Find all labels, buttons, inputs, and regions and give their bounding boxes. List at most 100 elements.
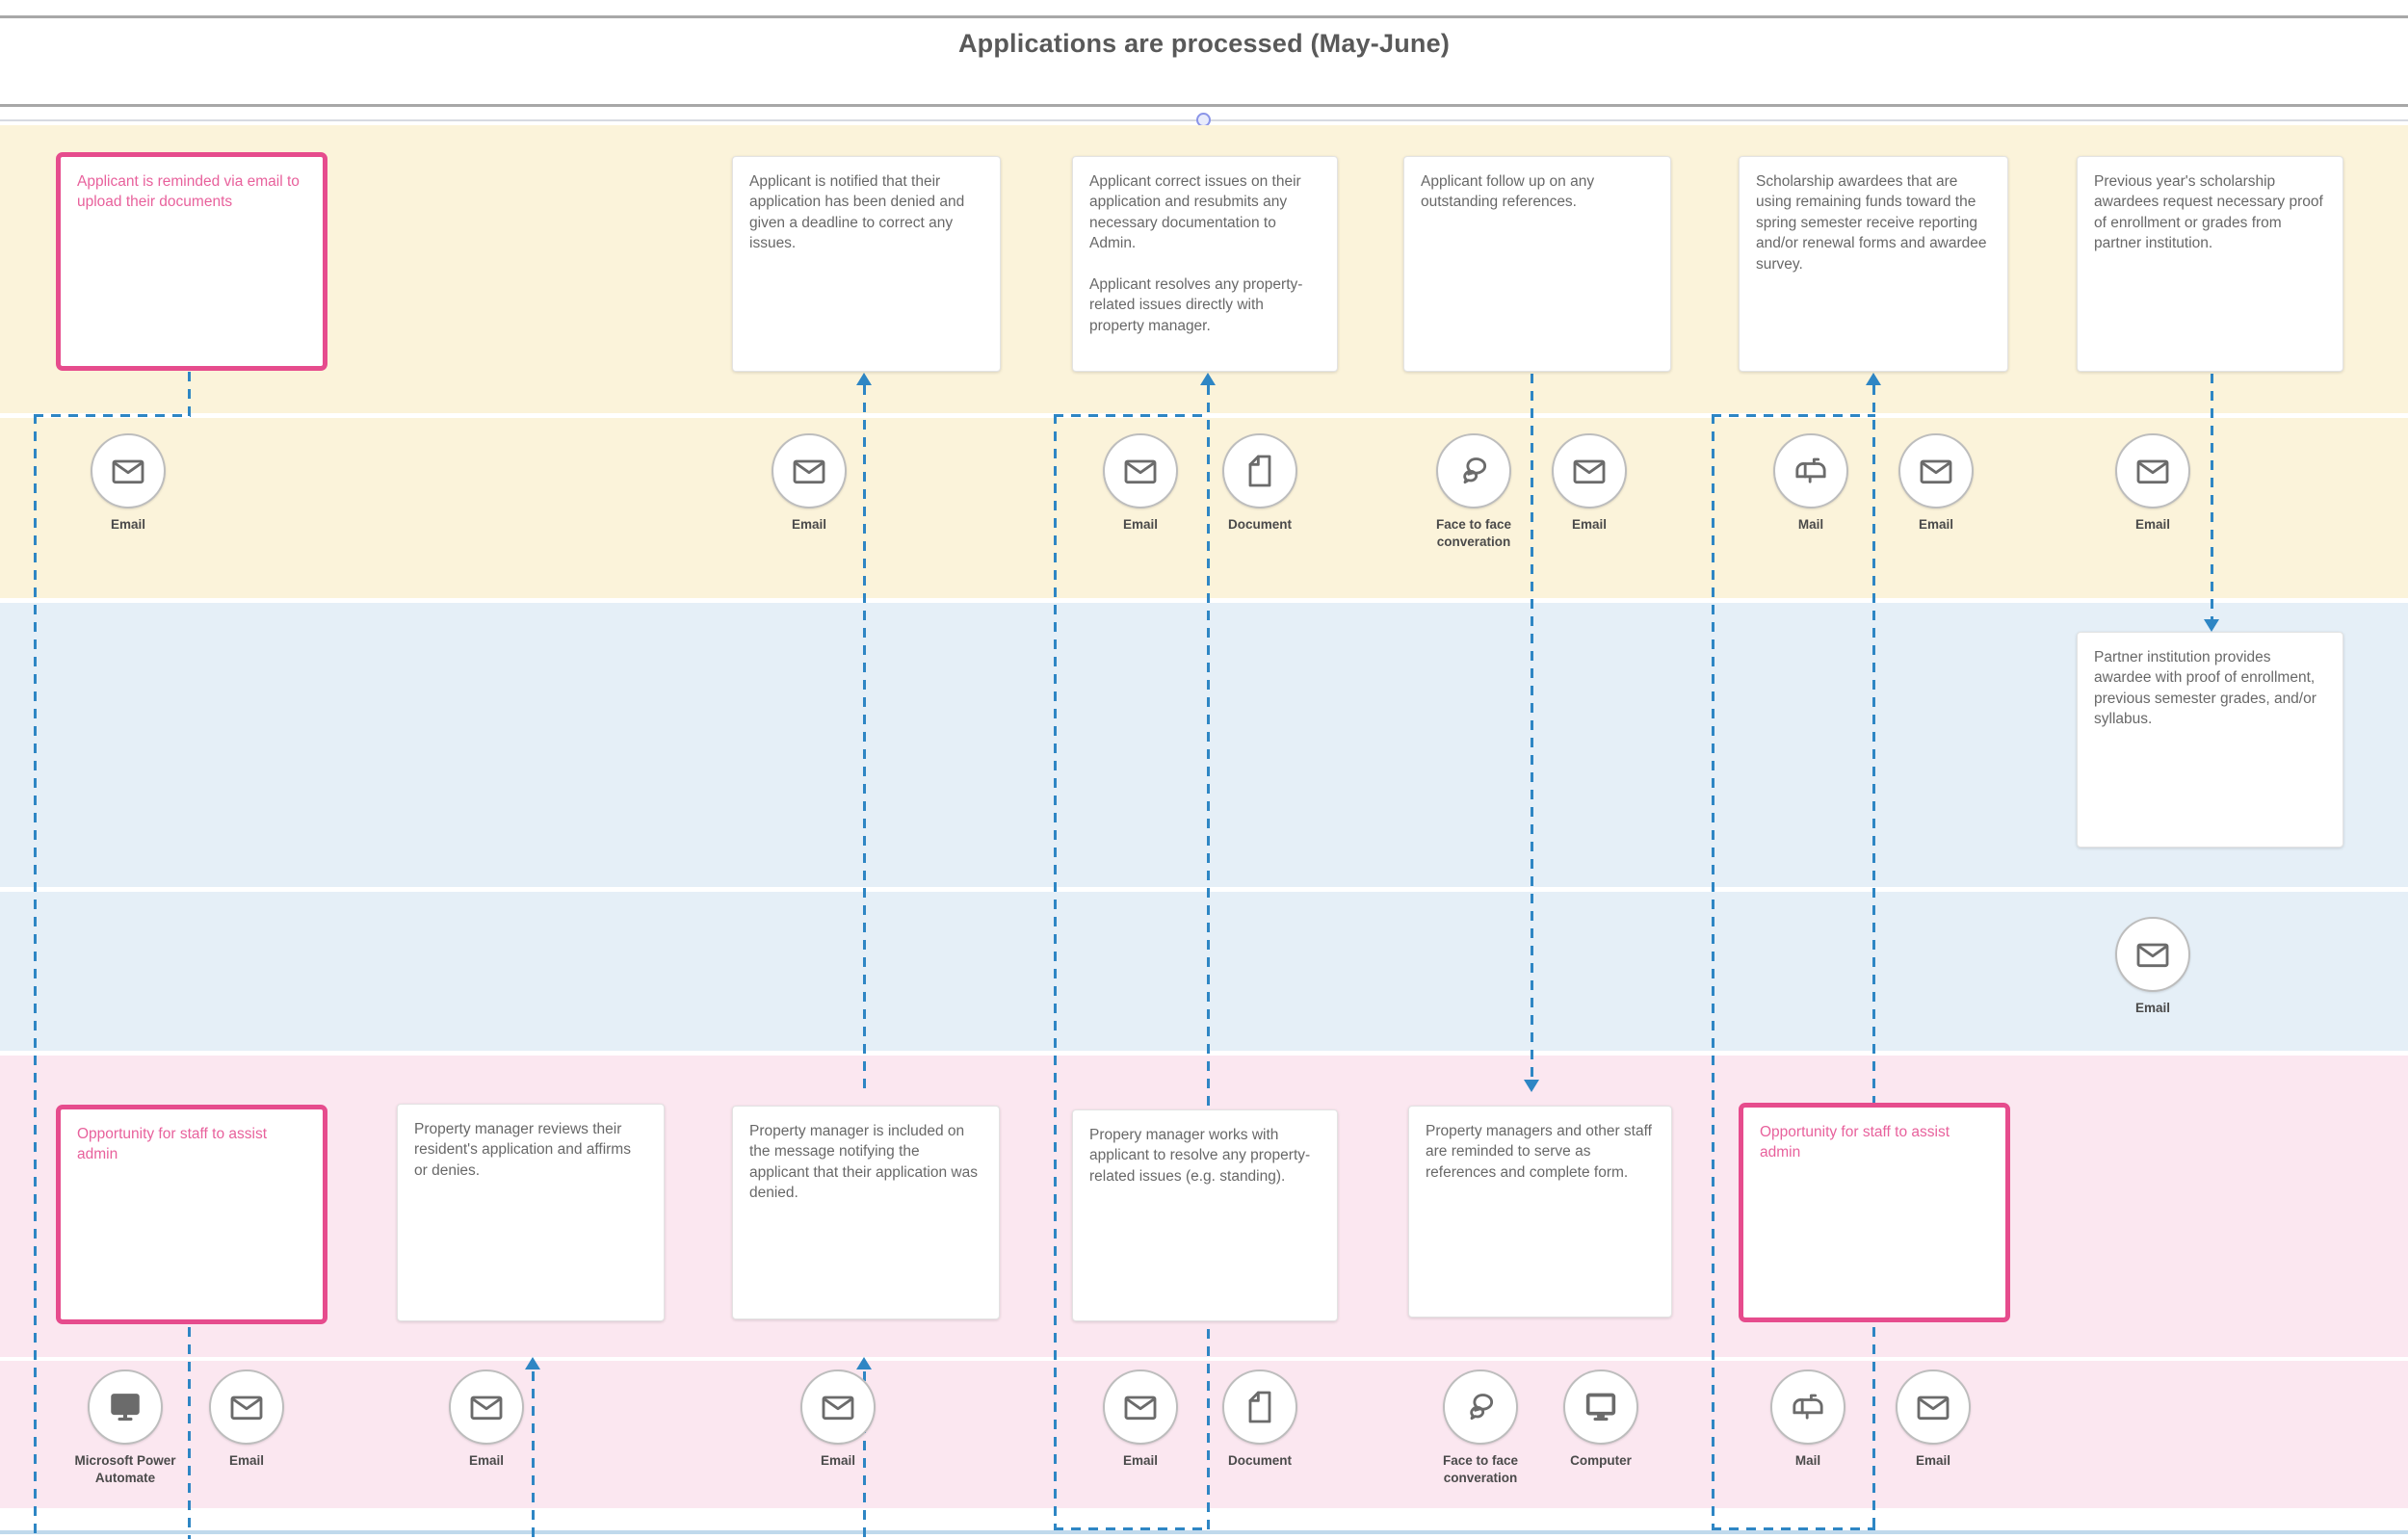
- channel-label: Document: [1227, 517, 1292, 532]
- channel-label: Email: [820, 1453, 856, 1468]
- email-icon: [1552, 433, 1627, 509]
- lane-partner-channels: [0, 892, 2408, 1051]
- arrowhead-down: [2204, 619, 2219, 632]
- channel-label: Email: [791, 517, 827, 532]
- channel-label: Email: [2134, 517, 2171, 532]
- arrowhead-down: [1524, 1080, 1539, 1092]
- channel-email[interactable]: Email: [775, 1369, 901, 1470]
- channel-power-automate[interactable]: Microsoft Power Automate: [63, 1369, 188, 1486]
- header-bottom-rule: [0, 104, 2408, 107]
- computer-icon: [1563, 1369, 1638, 1445]
- connector-dash: [1872, 385, 1875, 1103]
- connector-dash: [532, 1371, 535, 1539]
- document-icon: [1222, 433, 1297, 509]
- connector-dash: [863, 1371, 866, 1539]
- channel-label: Document: [1227, 1453, 1292, 1468]
- channel-label: Computer: [1570, 1453, 1632, 1468]
- action-card[interactable]: Propery manager works with applicant to …: [1072, 1109, 1338, 1321]
- channel-email[interactable]: Email: [424, 1369, 549, 1470]
- connector-dash: [34, 414, 191, 417]
- connector-dash: [2211, 374, 2213, 619]
- channel-label: Email: [1571, 517, 1608, 532]
- channel-label: Email: [1122, 1453, 1159, 1468]
- action-card[interactable]: Property manager is included on the mess…: [732, 1106, 1000, 1319]
- channel-document[interactable]: Document: [1197, 1369, 1322, 1470]
- channel-email[interactable]: Email: [65, 433, 191, 534]
- channel-label: Email: [468, 1453, 505, 1468]
- channel-email[interactable]: Email: [1078, 433, 1203, 534]
- channel-email[interactable]: Email: [2090, 917, 2215, 1017]
- channel-email[interactable]: Email: [1078, 1369, 1203, 1470]
- page-title: Applications are processed (May-June): [957, 29, 1451, 58]
- action-card[interactable]: Property managers and other staff are re…: [1408, 1106, 1672, 1317]
- channel-email[interactable]: Email: [1527, 433, 1652, 534]
- connector-dash: [1207, 1329, 1210, 1529]
- next-section-divider: [0, 1530, 2408, 1534]
- channel-email[interactable]: Email: [746, 433, 872, 534]
- computer-filled-icon: [88, 1369, 163, 1445]
- channel-mail[interactable]: Mail: [1745, 1369, 1871, 1470]
- channel-label: Email: [110, 517, 146, 532]
- channel-email[interactable]: Email: [1871, 1369, 1996, 1470]
- email-icon: [1103, 433, 1178, 509]
- connector-dash: [34, 414, 37, 1539]
- channel-label: Microsoft Power Automate: [74, 1453, 176, 1485]
- connector-dash: [188, 372, 191, 416]
- action-card[interactable]: Applicant is notified that their applica…: [732, 156, 1001, 372]
- connector-dash: [1054, 414, 1057, 1529]
- chat-icon: [1443, 1369, 1518, 1445]
- opportunity-card[interactable]: Opportunity for staff to assist admin: [1739, 1103, 2010, 1322]
- connector-dash: [1712, 1527, 1875, 1530]
- channel-mail[interactable]: Mail: [1748, 433, 1873, 534]
- lane-partner-actions: [0, 603, 2408, 887]
- connector-dash: [1712, 414, 1714, 1529]
- channel-email[interactable]: Email: [184, 1369, 309, 1470]
- email-icon: [91, 433, 166, 509]
- channel-label: Face to face converation: [1442, 1453, 1519, 1485]
- chat-icon: [1436, 433, 1511, 509]
- lane-applicant-channels: [0, 418, 2408, 598]
- channel-label: Email: [1918, 517, 1954, 532]
- channel-label: Email: [1122, 517, 1159, 532]
- connector-dash: [188, 1327, 191, 1539]
- email-icon: [1898, 433, 1974, 509]
- connector-dash: [1531, 374, 1533, 1080]
- email-icon: [2115, 917, 2190, 992]
- email-icon: [1103, 1369, 1178, 1445]
- channel-computer[interactable]: Computer: [1538, 1369, 1663, 1470]
- channel-document[interactable]: Document: [1197, 433, 1322, 534]
- channel-face-to-face[interactable]: Face to face converation: [1411, 433, 1536, 550]
- email-icon: [449, 1369, 524, 1445]
- email-icon: [209, 1369, 284, 1445]
- email-icon: [1896, 1369, 1971, 1445]
- arrowhead-up: [1866, 373, 1881, 385]
- channel-label: Email: [228, 1453, 265, 1468]
- action-card[interactable]: Property manager reviews their resident'…: [397, 1104, 665, 1321]
- opportunity-card[interactable]: Applicant is reminded via email to uploa…: [56, 152, 327, 371]
- connector-dash: [1054, 414, 1210, 417]
- document-icon: [1222, 1369, 1297, 1445]
- action-card[interactable]: Previous year's scholarship awardees req…: [2077, 156, 2343, 372]
- action-card[interactable]: Applicant correct issues on their applic…: [1072, 156, 1338, 372]
- channel-label: Mail: [1797, 517, 1824, 532]
- channel-label: Email: [2134, 1001, 2171, 1015]
- opportunity-card[interactable]: Opportunity for staff to assist admin: [56, 1105, 327, 1324]
- email-icon: [2115, 433, 2190, 509]
- action-card[interactable]: Partner institution provides awardee wit…: [2077, 632, 2343, 848]
- channel-label: Mail: [1794, 1453, 1821, 1468]
- action-card[interactable]: Scholarship awardees that are using rema…: [1739, 156, 2008, 372]
- lane-staff-channels: [0, 1361, 2408, 1508]
- channel-label: Email: [1915, 1453, 1951, 1468]
- connector-dash: [1054, 1527, 1210, 1530]
- channel-email[interactable]: Email: [2090, 433, 2215, 534]
- connector-dash: [863, 385, 866, 1091]
- arrowhead-up: [525, 1357, 540, 1369]
- action-card[interactable]: Applicant follow up on any outstanding r…: [1403, 156, 1671, 372]
- channel-email[interactable]: Email: [1873, 433, 1999, 534]
- email-icon: [800, 1369, 876, 1445]
- channel-face-to-face[interactable]: Face to face converation: [1418, 1369, 1543, 1486]
- arrowhead-up: [1200, 373, 1216, 385]
- header-top-rule: [0, 15, 2408, 18]
- channel-label: Face to face converation: [1435, 517, 1512, 549]
- connector-dash: [1712, 414, 1875, 417]
